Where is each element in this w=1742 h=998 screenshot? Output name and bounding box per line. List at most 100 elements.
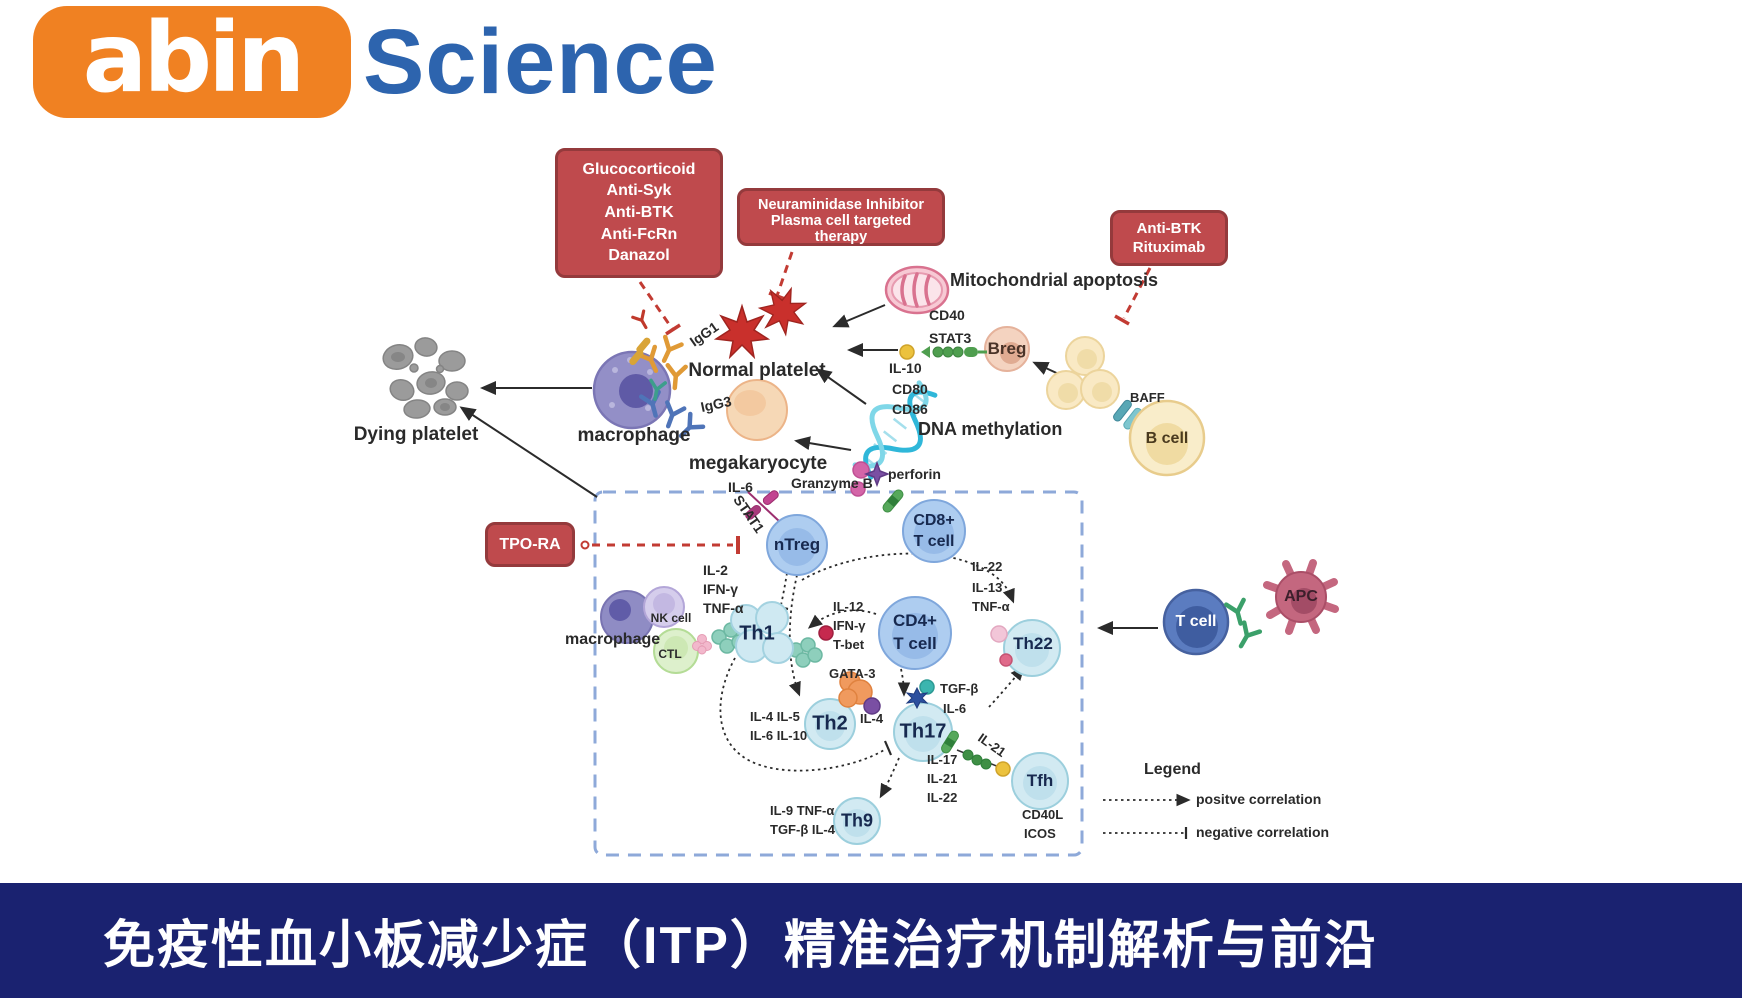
label-il6-upper: IL-6 [728, 479, 753, 495]
label-stat3: STAT3 [929, 330, 972, 346]
therapy-line: Anti-Syk [606, 182, 672, 200]
banner-title: 免疫性血小板减少症（ITP）精准治疗机制解析与前沿 [103, 917, 1378, 975]
th9-cell [833, 797, 881, 845]
logo-science-text: Science [363, 11, 718, 113]
dotted-cd4-th1 [807, 609, 877, 629]
label-th1: Th1 [739, 622, 775, 645]
nk-cell-icon [643, 586, 685, 628]
red-cytokine-dot [818, 625, 834, 641]
label-t-cell-right: T cell [1175, 613, 1217, 630]
bottom-banner: 免疫性血小板减少症（ITP）精准治疗机制解析与前沿 [0, 883, 1742, 998]
therapy-line: Anti-FcRn [600, 225, 678, 243]
label-cd80: CD80 [892, 381, 928, 397]
gata3-blob [838, 671, 873, 708]
tcell-right-icon [1162, 588, 1230, 656]
label-cd4-tcell: CD4+ T cell [893, 610, 937, 656]
therapy-line: Neuraminidase Inhibitor [758, 197, 924, 213]
inhibit-neuraminidase [775, 251, 794, 297]
therapy-box-tpo-ra: TPO-RA [485, 522, 575, 567]
label-th17: Th17 [899, 720, 947, 743]
label-gata3: GATA-3 [829, 666, 876, 681]
label-macrophage-lower: macrophage [565, 631, 661, 648]
th22-pale-dot [990, 625, 1008, 643]
normal-platelet-icon [715, 280, 814, 358]
label-th9: Th9 [840, 810, 874, 831]
therapy-line: Anti-BTK [1136, 220, 1202, 237]
legend-negative-label: negative correlation [1196, 824, 1330, 840]
therapy-box-bcell: Anti-BTK Rituximab [1110, 210, 1228, 266]
tcr-antibodies [1226, 600, 1260, 651]
logo-abin-text: abin [82, 2, 306, 114]
b-cell-icon [1128, 399, 1206, 477]
label-ifng-left: IFN-γ [703, 581, 738, 597]
tgfb-dot [919, 679, 935, 695]
label-tnfa-right: TNF-α [972, 599, 1010, 614]
label-cd8-line1: CD8+ [913, 512, 955, 530]
label-cd4-line1: CD4+ [893, 611, 937, 631]
inhibit-rituximab [1122, 267, 1152, 319]
label-tnfa-left: TNF-α [703, 600, 744, 616]
label-il21-list: IL-21 [927, 771, 958, 786]
therapy-line: TPO-RA [499, 535, 561, 553]
therapy-line: Plasma cell targeted therapy [770, 213, 912, 245]
perforin-icon [863, 460, 891, 488]
label-tgfb: TGF-β [940, 681, 979, 696]
dna-helix-icon [852, 380, 938, 480]
therapy-box-platelet: Glucocorticoid Anti-Syk Anti-BTK Anti-Fc… [555, 148, 723, 278]
dotted-tfh-th22 [988, 665, 1025, 708]
th17-cell [893, 702, 953, 762]
fcr-receptors [629, 337, 651, 366]
label-cd8-tcell: CD8+ T cell [913, 511, 954, 553]
label-tbet: T-bet [833, 637, 865, 652]
therapy-line: Anti-BTK [604, 203, 674, 221]
dotted-th17-th9 [879, 757, 900, 799]
label-il6-th17: IL-6 [943, 701, 967, 716]
label-il9-tnfa: IL-9 TNF-α [770, 803, 835, 818]
therapy-line: Glucocorticoid [582, 160, 696, 178]
mitochondria-icon [884, 265, 950, 315]
label-il22-list: IL-22 [927, 790, 958, 805]
label-th22: Th22 [1013, 634, 1053, 653]
label-macrophage-upper: macrophage [577, 425, 691, 446]
label-perforin: perforin [888, 466, 941, 482]
label-il4-il5: IL-4 IL-5 [750, 709, 800, 724]
label-megakaryocyte: megakaryocyte [688, 453, 828, 474]
label-cd8-line2: T cell [913, 533, 955, 550]
label-il10: IL-10 [889, 360, 922, 376]
tfh-cell [1011, 752, 1069, 810]
plasma-cells [1046, 336, 1120, 410]
label-mitochondrial-apoptosis: Mitochondrial apoptosis [950, 270, 1159, 290]
arrow-box-to-dying-platelet [459, 406, 598, 498]
label-icos: ICOS [1024, 826, 1056, 841]
apc-cell-icon [1263, 559, 1339, 635]
inhibit-glucocorticoid [638, 281, 675, 331]
logo-abin-badge: abin [33, 2, 351, 118]
dotted-ntreg-th1 [780, 572, 788, 606]
label-breg: Breg [987, 339, 1027, 358]
ntreg-cell [766, 514, 828, 576]
label-baff: BAFF [1130, 390, 1165, 405]
label-il6-il10: IL-6 IL-10 [750, 728, 808, 743]
arrow-to-megakaryocyte [794, 436, 852, 451]
dotted-cd4-th17 [897, 668, 911, 697]
label-ifng-mid: IFN-γ [833, 618, 866, 633]
solid-arrows [459, 304, 1158, 635]
il21-chain [941, 730, 1011, 777]
label-b-cell: B cell [1145, 430, 1189, 447]
ctl-cell-icon [653, 628, 699, 674]
legend-title: Legend [1144, 761, 1201, 778]
stat3-chain [899, 344, 987, 360]
th22-pink-dot [999, 653, 1013, 667]
label-il17: IL-17 [927, 752, 958, 767]
baff-receptor [1113, 399, 1143, 430]
label-normal-platelet: Normal platelet [688, 360, 826, 381]
label-ntreg: nTreg [773, 535, 821, 554]
label-nk-cell: NK cell [650, 611, 692, 625]
tcell-compartment-box [593, 490, 1084, 857]
label-dna-methylation: DNA methylation [918, 419, 1063, 439]
therapy-line: Danazol [608, 247, 670, 265]
legend-positive-label: positve correlation [1196, 791, 1322, 807]
label-apc: APC [1284, 588, 1318, 605]
label-tfh: Tfh [1026, 771, 1054, 790]
